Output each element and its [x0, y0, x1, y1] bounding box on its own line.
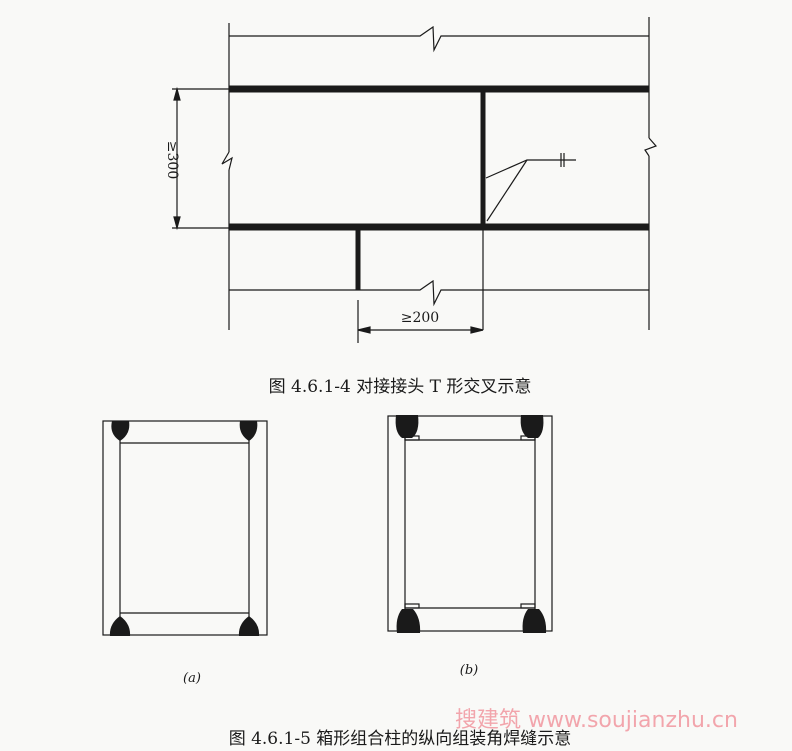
- label-b: (b): [460, 663, 478, 678]
- left-break-mark: [221, 151, 233, 171]
- watermark: 搜建筑 www.soujianzhu.cn: [455, 708, 738, 733]
- label-a: (a): [183, 671, 201, 686]
- weld-b-top-left: [395, 415, 419, 438]
- box-column-a: [102, 420, 268, 636]
- bottom-plate-line: [229, 279, 649, 307]
- weld-b-bottom-right: [522, 609, 547, 633]
- top-dimension-line: [229, 25, 649, 53]
- weld-b-bottom-left: [396, 609, 421, 633]
- box-column-b: [387, 415, 553, 633]
- weld-b-top-right: [520, 415, 544, 438]
- weld-a-top-right: [239, 421, 258, 441]
- offset-dimension-label: ≥200: [401, 310, 439, 326]
- height-dimension-label: ≥300: [164, 141, 180, 179]
- right-break-mark: [644, 137, 658, 157]
- weld-a-bottom-left: [109, 616, 131, 636]
- weld-a-top-left: [111, 421, 130, 441]
- weld-leader-line: [485, 159, 576, 179]
- figure-t-joint: [172, 17, 658, 343]
- figure2-caption: 图 4.6.1-5 箱形组合柱的纵向组装角焊缝示意: [229, 729, 572, 749]
- figure1-caption: 图 4.6.1-4 对接接头 T 形交叉示意: [269, 377, 532, 397]
- weld-a-bottom-right: [238, 616, 260, 636]
